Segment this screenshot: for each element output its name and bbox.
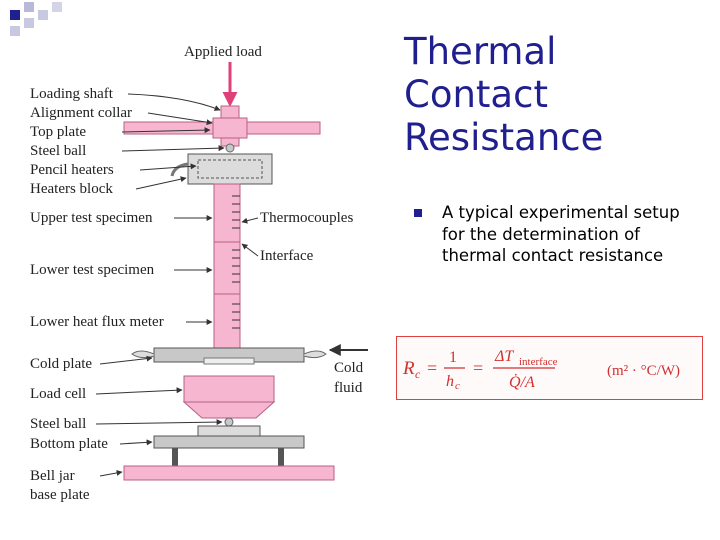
lower-test-specimen <box>213 241 241 295</box>
cold-fluid-inlet <box>131 350 155 359</box>
label-lower-test-specimen: Lower test specimen <box>30 262 155 278</box>
square-bullet-icon <box>414 209 422 217</box>
cold-plate-insert <box>203 357 255 365</box>
pencil-heaters <box>197 159 263 179</box>
load-cell-base <box>182 401 276 419</box>
formula-graphic: R c = 1 h c = ΔT interface Q̇/A (m² · °C… <box>402 348 680 392</box>
label-cold: Cold <box>334 360 364 376</box>
label-load-cell: Load cell <box>30 386 86 402</box>
label-bell-jar: Bell jar <box>30 468 75 484</box>
slide-title: Thermal Contact Resistance <box>404 30 603 159</box>
bullet-text: A typical experimental setup for the det… <box>442 203 680 265</box>
formula-h: h <box>446 373 454 390</box>
formula-h-sub: c <box>455 380 460 392</box>
label-interface: Interface <box>260 248 314 264</box>
label-applied-load: Applied load <box>184 44 262 60</box>
formula-delta-t: ΔT <box>494 348 514 365</box>
formula-q-over-a: Q̇/A <box>509 373 535 391</box>
ball-seat <box>197 425 261 437</box>
formula-eq: = <box>427 358 437 378</box>
leader-lines-right <box>241 217 259 257</box>
title-line: Thermal <box>404 30 557 73</box>
label-pencil-heaters: Pencil heaters <box>30 162 114 178</box>
label-alignment-collar: Alignment collar <box>30 105 132 121</box>
formula-units: (m² · °C/W) <box>607 363 680 379</box>
corner-square-light <box>52 2 62 12</box>
label-loading-shaft: Loading shaft <box>30 86 114 102</box>
label-base-plate: base plate <box>30 487 90 503</box>
label-cold-plate: Cold plate <box>30 356 92 372</box>
title-line: Contact <box>404 73 548 116</box>
corner-square-dark <box>10 10 20 20</box>
formula-one: 1 <box>449 349 457 366</box>
label-lower-heat-flux-meter: Lower heat flux meter <box>30 314 164 330</box>
label-bottom-plate: Bottom plate <box>30 436 108 452</box>
corner-square-light <box>24 18 34 28</box>
steel-ball-bottom <box>224 417 234 427</box>
lower-heat-flux-meter <box>213 293 241 349</box>
steel-ball-top <box>225 143 235 153</box>
formula-r-sub: c <box>415 367 421 381</box>
label-thermocouples: Thermocouples <box>260 210 353 226</box>
corner-square-light <box>24 2 34 12</box>
heaters-block <box>187 153 273 185</box>
cold-fluid-outlet <box>303 350 327 359</box>
bottom-plate <box>153 435 305 449</box>
corner-square-light <box>38 10 48 20</box>
thermocouple-ticks <box>232 195 240 329</box>
label-fluid: fluid <box>334 380 363 396</box>
load-cell <box>183 375 275 403</box>
label-heaters-block: Heaters block <box>30 181 113 197</box>
label-steel-ball: Steel ball <box>30 416 86 432</box>
alignment-collar <box>212 117 248 139</box>
title-line: Resistance <box>404 116 604 159</box>
leader-lines-left <box>95 93 225 477</box>
formula-r: R <box>402 358 415 379</box>
label-steel-ball: Steel ball <box>30 143 86 159</box>
formula-box: R c = 1 h c = ΔT interface Q̇/A (m² · °C… <box>396 336 703 400</box>
corner-square-light <box>10 26 20 36</box>
heater-wire <box>170 162 189 177</box>
label-upper-test-specimen: Upper test specimen <box>30 210 153 226</box>
label-top-plate: Top plate <box>30 124 86 140</box>
bell-jar-base-plate <box>123 465 335 481</box>
formula-eq: = <box>473 358 483 378</box>
apparatus-diagram: Applied load Loading shaft Alignment col… <box>30 44 368 503</box>
formula-interface-sub: interface <box>519 356 558 368</box>
support-leg <box>172 448 178 466</box>
support-leg <box>278 448 284 466</box>
